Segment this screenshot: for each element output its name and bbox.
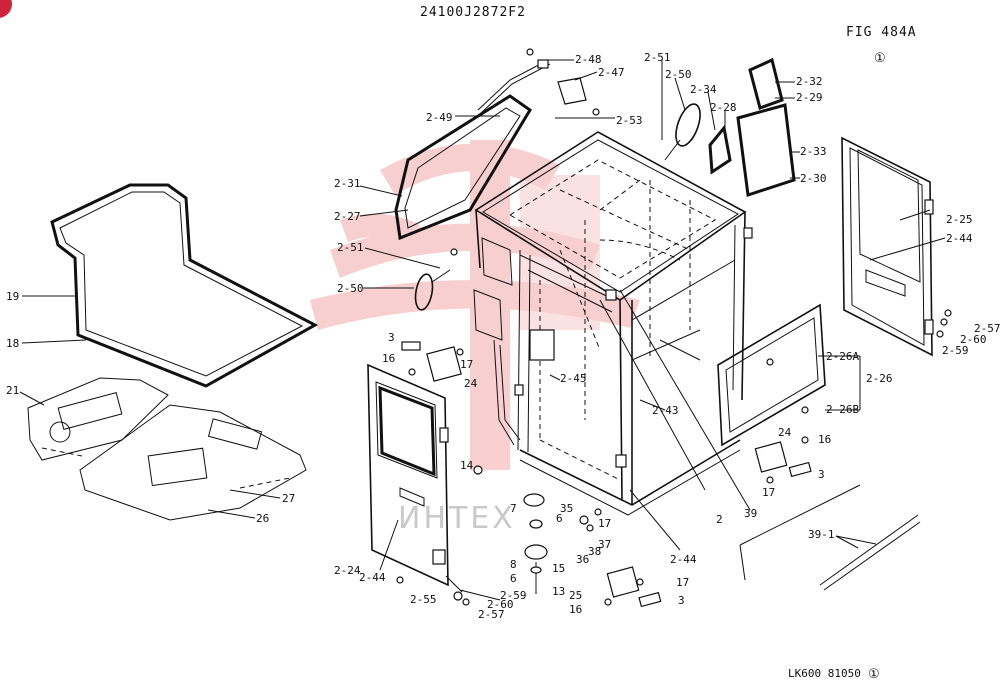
callout-2-30: 2-30 <box>800 172 827 185</box>
left-door <box>367 363 449 587</box>
callout-37: 37 <box>598 538 611 551</box>
callout-2-24: 2-24 <box>334 564 361 577</box>
callout-2-53: 2-53 <box>616 114 643 127</box>
callout-2-44-bottom: 2-44 <box>670 553 697 566</box>
callout-24-right: 24 <box>778 426 792 439</box>
callout-14: 14 <box>460 459 474 472</box>
callout-2-45: 2-45 <box>560 372 587 385</box>
callout-35: 35 <box>560 502 573 515</box>
callout-2-51-top: 2-51 <box>644 51 671 64</box>
callout-2-50-top: 2-50 <box>665 68 692 81</box>
callout-2-55: 2-55 <box>410 593 437 606</box>
callout-2-28: 2-28 <box>710 101 737 114</box>
callout-2-59-right: 2-59 <box>942 344 969 357</box>
callout-27: 27 <box>282 492 295 505</box>
callout-2-47: 2-47 <box>598 66 625 79</box>
callout-2-44-right: 2-44 <box>946 232 973 245</box>
callout-17-bottom: 17 <box>676 576 689 589</box>
callout-36: 36 <box>576 553 589 566</box>
callout-2-43: 2-43 <box>652 404 679 417</box>
leader-lines <box>19 59 946 601</box>
hinge-bracket-right <box>754 441 812 478</box>
callout-6-upper: 6 <box>556 512 563 525</box>
model-code: LK600 81050 <box>788 667 861 680</box>
callout-2-34: 2-34 <box>690 83 717 96</box>
wiper-motor <box>477 59 587 115</box>
hinge-bracket-lower <box>606 566 662 608</box>
callout-2-26A: 2-26A <box>826 350 859 363</box>
door-seal <box>50 183 319 388</box>
callout-2-60-right: 2-60 <box>960 333 987 346</box>
callout-2-51: 2-51 <box>337 241 364 254</box>
callout-2-44-left: 2-44 <box>359 571 386 584</box>
callout-2-50: 2-50 <box>337 282 364 295</box>
callout-2-26: 2-26 <box>866 372 893 385</box>
callout-3-left: 3 <box>388 331 395 344</box>
callout-17-right: 17 <box>762 486 775 499</box>
fasteners <box>396 48 952 606</box>
callout-8: 8 <box>510 558 517 571</box>
callout-2-26B: 2-26B <box>826 403 859 416</box>
callout-17-left: 17 <box>460 358 473 371</box>
callout-19: 19 <box>6 290 19 303</box>
callout-2-32: 2-32 <box>796 75 823 88</box>
callout-25: 25 <box>569 589 582 602</box>
corner-mark <box>0 0 12 18</box>
callout-18: 18 <box>6 337 19 350</box>
callout-17-mid: 17 <box>598 517 611 530</box>
watermark-text: ИНТЕХ <box>398 501 516 536</box>
callout-3-right: 3 <box>818 468 825 481</box>
callout-16-bottom: 16 <box>569 603 582 616</box>
callout-2-29: 2-29 <box>796 91 823 104</box>
callout-13: 13 <box>552 585 565 598</box>
callout-26: 26 <box>256 512 269 525</box>
callout-24-left: 24 <box>464 377 478 390</box>
callout-16-right: 16 <box>818 433 831 446</box>
callout-15: 15 <box>552 562 565 575</box>
mirror-upper <box>664 103 701 161</box>
handrail <box>819 514 921 591</box>
hinge-bracket-upper <box>401 341 462 382</box>
handle-bracket <box>529 329 555 361</box>
callout-38: 38 <box>588 545 601 558</box>
callout-2-59-bottom: 2-59 <box>500 589 527 602</box>
callout-7: 7 <box>510 502 517 515</box>
callout-16-left: 16 <box>382 352 395 365</box>
callout-6-lower: 6 <box>510 572 517 585</box>
mirror-lower <box>414 269 451 311</box>
callout-39: 39 <box>744 507 757 520</box>
callout-2-33: 2-33 <box>800 145 827 158</box>
callout-2: 2 <box>716 513 723 526</box>
callout-2-60-bottom: 2-60 <box>487 598 514 611</box>
callout-2-31: 2-31 <box>334 177 361 190</box>
cab-frame <box>473 131 753 516</box>
callout-2-49: 2-49 <box>426 111 453 124</box>
front-glass <box>708 57 796 197</box>
callout-2-27: 2-27 <box>334 210 361 223</box>
cab-mount <box>523 493 548 594</box>
callout-3-bottom: 3 <box>678 594 685 607</box>
callout-2-57-bottom: 2-57 <box>478 608 505 621</box>
drawing-number: 24100J2872F2 <box>420 5 526 20</box>
floor-mat <box>27 377 307 521</box>
footer-revision: ① <box>868 667 881 682</box>
figure-number: FIG 484A <box>846 25 917 40</box>
rear-window <box>394 94 533 241</box>
callout-2-57-right: 2-57 <box>974 322 1000 335</box>
callout-labels: 2-48 2-47 2-49 2-53 2-51 2-50 2-34 2-28 … <box>6 51 1000 621</box>
figure-revision: ① <box>874 51 887 66</box>
callout-21: 21 <box>6 384 19 397</box>
right-door <box>841 136 934 357</box>
side-window-assembly <box>717 303 826 447</box>
callout-2-48: 2-48 <box>575 53 602 66</box>
callout-2-25: 2-25 <box>946 213 973 226</box>
callout-39-1: 39-1 <box>808 528 835 541</box>
